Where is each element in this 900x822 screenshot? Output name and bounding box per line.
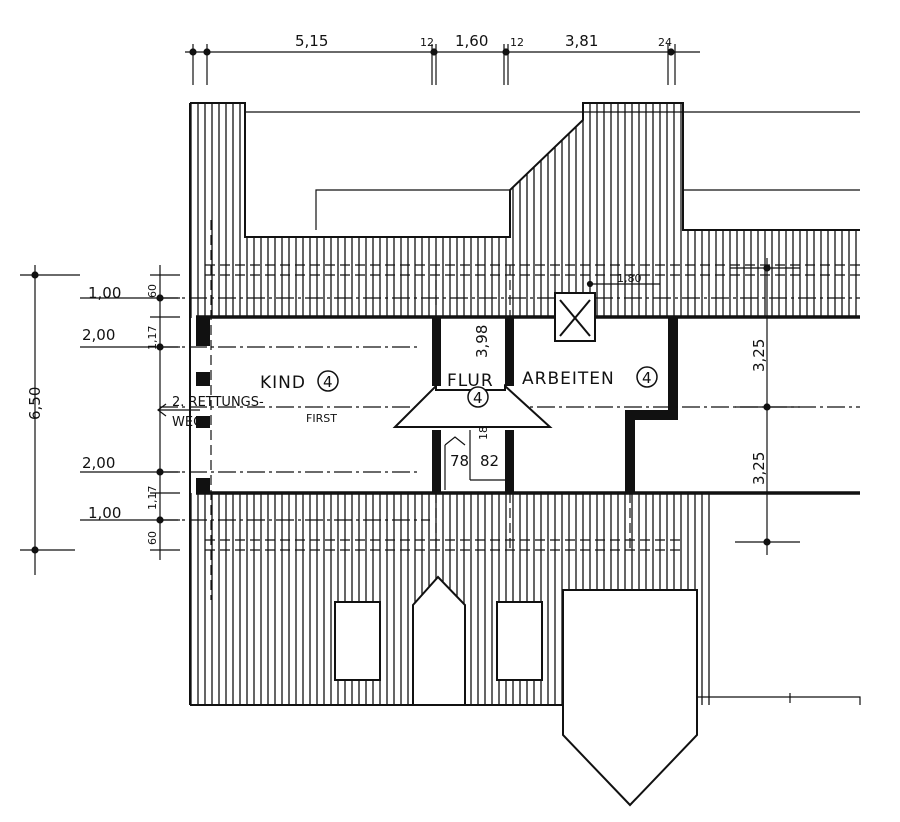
room-arbeiten-number: 4 <box>642 369 652 387</box>
height-marker-label: 1,80 <box>617 272 642 285</box>
room-arbeiten-name: ARBEITEN <box>522 369 615 389</box>
right-dim-lower: 3,25 <box>750 452 768 485</box>
room-kind: KIND 4 <box>260 370 339 393</box>
left-dim-1-17-bottom: 1,17 <box>146 486 159 511</box>
top-dim-3-81: 3,81 <box>565 32 598 50</box>
right-dimension-chain <box>730 258 800 555</box>
top-dim-1-60: 1,60 <box>455 32 488 50</box>
top-dim-5-15: 5,15 <box>295 32 328 50</box>
left-dim-total: 6,50 <box>26 387 44 420</box>
left-dim-1-00-top: 1,00 <box>88 284 121 302</box>
stair-height-label: 3,98 <box>473 325 491 358</box>
escape-route-line2: WEG <box>172 415 203 430</box>
escape-route-line1: 2. RETTUNGS- <box>172 395 264 410</box>
stair-18-label: 18 <box>477 426 490 440</box>
left-dim-2-00-top: 2,00 <box>82 326 115 344</box>
skylight <box>554 292 596 342</box>
left-dim-1-00-bottom: 1,00 <box>88 504 121 522</box>
top-dim-24: 24 <box>658 36 672 49</box>
hidden-lines <box>205 220 860 600</box>
building-outline <box>189 102 861 706</box>
left-dim-60-top: 60 <box>146 284 159 298</box>
room-kind-number: 4 <box>323 373 333 391</box>
ridge-label: FIRST <box>306 412 337 425</box>
height-marker <box>586 280 660 288</box>
room-flur-name: FLUR <box>447 371 494 391</box>
left-dim-1-17-top: 1,17 <box>146 326 159 351</box>
room-flur: FLUR 4 <box>447 371 494 408</box>
stair-symbol <box>444 430 505 490</box>
stair-arrow <box>392 383 553 428</box>
roof-openings <box>334 575 698 807</box>
room-flur-number: 4 <box>473 389 483 407</box>
left-dimension-chain <box>20 265 180 575</box>
left-dim-60-bottom: 60 <box>146 531 159 545</box>
stair-82-label: 82 <box>480 452 499 470</box>
right-dim-upper: 3,25 <box>750 339 768 372</box>
stair-78-label: 78 <box>450 452 469 470</box>
top-dim-12-a: 12 <box>420 36 434 49</box>
top-dimension-chain <box>185 44 700 85</box>
left-dim-2-00-bottom: 2,00 <box>82 454 115 472</box>
room-kind-name: KIND <box>260 373 306 393</box>
escape-route-arrow <box>157 403 200 417</box>
room-arbeiten: ARBEITEN 4 <box>522 366 658 389</box>
interior-walls <box>196 318 678 493</box>
top-dim-12-b: 12 <box>510 36 524 49</box>
